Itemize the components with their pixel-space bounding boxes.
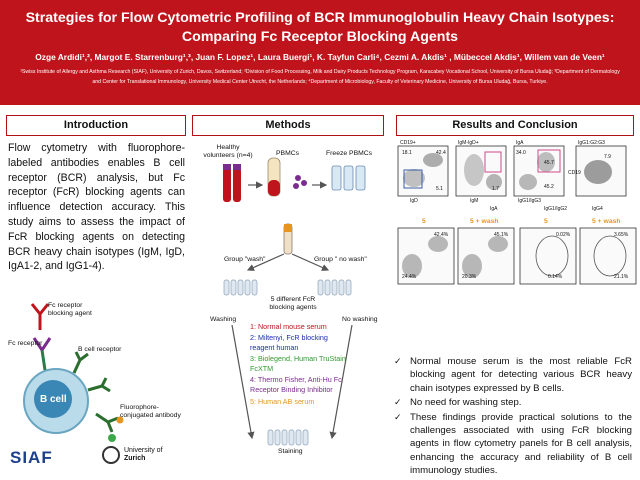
label-different-fcr: 5 different FcR blocking agents	[269, 296, 317, 311]
plot-label-igg: IgG1:G2:G3	[578, 140, 605, 146]
pbmc-tube-icon	[267, 157, 307, 197]
label-fc-blocking-text: Fc receptor blocking agent	[48, 302, 92, 317]
checkmark-icon: ✓	[394, 356, 402, 366]
siaf-logo: SIAF	[10, 448, 53, 467]
label-washing: Washing	[210, 316, 237, 323]
fc-receptor-icon	[30, 303, 52, 371]
axis-label-igg1-igg2: IgG1/IgG2	[544, 206, 568, 212]
author-list: Ozge Ardidi¹,², Margot E. Starrenburg¹,³…	[35, 52, 605, 62]
reagent-1: 1: Normal mouse serum	[250, 322, 327, 331]
conclusion-text: Normal mouse serum is the most reliable …	[410, 356, 632, 394]
row2-val-1: 42.4%	[434, 232, 449, 238]
label-b-cell-receptor: B cell receptor	[78, 346, 122, 353]
row2-val-4: 20.3%	[462, 274, 477, 280]
b-cell-icon	[23, 368, 89, 434]
title-line-1: Strategies for Flow Cytometric Profiling…	[25, 10, 615, 26]
plot-label-igm-igd: IgM-IgD+	[458, 140, 479, 146]
label-healthy-volunteers: Healthy volunteers (n=4)	[203, 144, 253, 159]
results-heading: Results and Conclusion	[396, 115, 634, 136]
uzh-logo-line-2: Zurich	[124, 455, 146, 462]
tube-row-staining	[267, 429, 309, 446]
flow-plot-row-2	[397, 227, 637, 285]
test-tube-icon	[283, 223, 293, 255]
fluorophore-antibody-icon	[95, 412, 124, 442]
uzh-logo-line-1: University of	[124, 447, 163, 454]
val-1: 42.4	[436, 150, 446, 156]
bcr-antibody-icon	[72, 351, 111, 393]
val-2: 5.1	[436, 186, 443, 192]
row2-label-5-a: 5	[422, 218, 426, 225]
reagent-3: 3: Biolegend, Human TruStain FcXTM	[250, 354, 346, 374]
label-fc-receptor: Fc receptor	[8, 340, 43, 347]
row2-val-5: 0.02%	[556, 232, 571, 238]
axis-label-igm: IgM	[470, 198, 479, 204]
row2-label-5-wash-b: 5 + wash	[592, 218, 621, 225]
row2-label-5-b: 5	[544, 218, 548, 225]
conclusion-item: ✓ These findings provide practical soluti…	[394, 411, 632, 478]
conclusion-list: ✓ Normal mouse serum is the most reliable…	[394, 355, 632, 479]
label-b-cell: B cell	[40, 394, 67, 405]
val-6: 45.7	[544, 160, 554, 166]
val-7: 45.2	[544, 184, 554, 190]
val-5: 34.0	[516, 150, 526, 156]
checkmark-icon: ✓	[394, 411, 402, 422]
intro-heading: Introduction	[6, 115, 186, 136]
cryovial-icon	[331, 165, 366, 191]
tube-row-wash	[223, 279, 258, 296]
row2-val-3: 24.4%	[402, 274, 417, 280]
plot-label-iga: IgA	[516, 140, 524, 146]
flow-plot-row-1	[397, 145, 627, 197]
reagent-2: 2: Miltenyi, FcR blocking reagent human	[250, 333, 328, 353]
axis-label-cd19: CD19	[568, 170, 581, 176]
val-8: 7.9	[604, 154, 611, 160]
conclusion-text: These findings provide practical solutio…	[410, 411, 632, 477]
row2-val-8: 21.1%	[614, 274, 629, 280]
val-3: 18.1	[402, 150, 412, 156]
conclusion-text: No need for washing step.	[410, 397, 522, 409]
methods-heading: Methods	[192, 115, 384, 136]
uzh-logo: University of Zurich	[102, 446, 163, 464]
axis-label-igg4: IgG4	[592, 206, 603, 212]
conclusion-item: ✓ Normal mouse serum is the most reliable…	[394, 355, 632, 395]
val-4: 1.7	[492, 186, 499, 192]
tube-row-no-wash	[317, 279, 352, 296]
reagent-5: 5: Human AB serum	[250, 396, 315, 406]
row2-val-2: 45.1%	[494, 232, 509, 238]
plot-label-cd19: CD19+	[400, 140, 416, 146]
label-fluorophore-antibody: Fluorophore-conjugated antibody	[120, 404, 181, 419]
label-freeze-pbmcs: Freeze PBMCs	[326, 150, 373, 157]
poster-title: Strategies for Flow Cytometric Profiling…	[10, 9, 630, 47]
label-pbmcs: PBMCs	[276, 150, 300, 157]
label-group-wash: Group "wash"	[224, 256, 266, 263]
row2-val-7: 0.14%	[548, 274, 563, 280]
label-fc-blocking-agent: Fc receptor blocking agent	[48, 302, 108, 318]
label-no-washing: No washing	[342, 316, 378, 323]
label-staining: Staining	[278, 448, 303, 455]
axis-label-igd: IgD	[410, 198, 418, 204]
poster-header: Strategies for Flow Cytometric Profiling…	[0, 0, 640, 105]
title-line-2: Comparing Fc Receptor Blocking Agents	[181, 29, 459, 45]
row2-label-5-wash-a: 5 + wash	[470, 218, 499, 225]
uzh-seal-icon	[102, 446, 120, 464]
label-group-no-wash: Group " no wash"	[314, 256, 367, 263]
row2-val-6: 3.65%	[614, 232, 629, 238]
axis-label-iga: IgA	[490, 206, 498, 212]
reagent-list: 1: Normal mouse serum 2: Miltenyi, FcR b…	[250, 322, 348, 408]
reagent-4: 4: Thermo Fisher, Anti-Hu Fc Receptor Bi…	[250, 375, 342, 395]
affiliations: ¹Swiss Institute of Allergy and Asthma R…	[20, 69, 620, 85]
conclusion-item: ✓ No need for washing step.	[394, 396, 632, 409]
blood-tube-icon	[223, 164, 241, 202]
intro-paragraph: Flow cytometry with fluorophore-labeled …	[8, 142, 185, 273]
axis-label-igg1-igg3: IgG1/IgG3	[518, 198, 542, 204]
checkmark-icon: ✓	[394, 397, 402, 408]
